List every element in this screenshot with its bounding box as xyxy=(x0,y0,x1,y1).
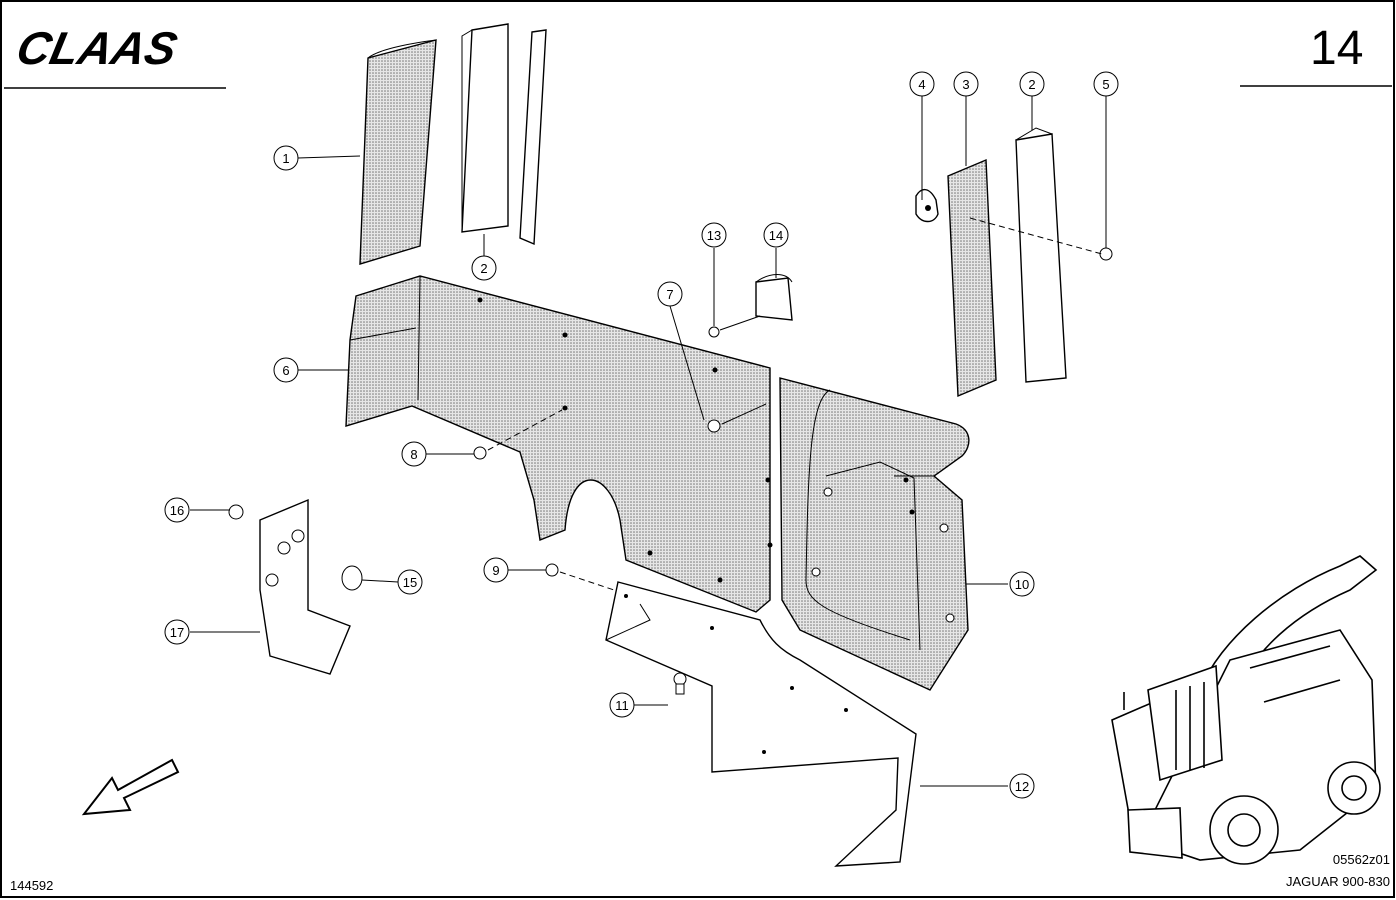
svg-text:12: 12 xyxy=(1015,779,1029,794)
svg-text:5: 5 xyxy=(1102,77,1109,92)
part-4-clip xyxy=(915,189,939,223)
callout-8: 8 xyxy=(401,441,427,467)
svg-text:4: 4 xyxy=(918,77,925,92)
part-13-screw xyxy=(708,326,720,338)
part-2-foam-block-left xyxy=(461,23,509,233)
callout-13: 13 xyxy=(701,222,727,248)
part-6-rear-panel xyxy=(345,275,773,613)
part-10-side-panel xyxy=(779,377,970,691)
svg-text:11: 11 xyxy=(615,698,629,713)
svg-text:7: 7 xyxy=(666,287,673,302)
svg-text:14: 14 xyxy=(769,228,783,243)
assembly-line-7 xyxy=(721,403,767,425)
callout-2-left: 2 xyxy=(471,255,497,281)
callout-6: 6 xyxy=(273,357,299,383)
callout-1: 1 xyxy=(273,145,299,171)
svg-text:2: 2 xyxy=(1028,77,1035,92)
assembly-line-13 xyxy=(719,315,761,331)
part-5-screw xyxy=(1099,247,1113,261)
part-14-cover xyxy=(755,274,793,321)
drawing-id: 144592 xyxy=(10,878,53,893)
svg-text:16: 16 xyxy=(170,503,184,518)
callout-5: 5 xyxy=(1093,71,1119,97)
part-2-foam-block-right xyxy=(1015,127,1067,383)
part-11-screw xyxy=(673,672,687,695)
direction-arrow-icon xyxy=(81,758,180,816)
callout-9: 9 xyxy=(483,557,509,583)
callouts: 1 2 2 3 4 5 6 7 8 9 10 11 12 13 14 15 16… xyxy=(164,71,1119,799)
callout-3: 3 xyxy=(953,71,979,97)
callout-7: 7 xyxy=(657,281,683,307)
svg-text:8: 8 xyxy=(410,447,417,462)
leader-lines xyxy=(190,96,1107,787)
part-16-nut xyxy=(228,504,244,520)
part-7-screw xyxy=(707,419,721,433)
part-12-bracket xyxy=(605,581,917,867)
svg-text:10: 10 xyxy=(1015,577,1029,592)
svg-text:9: 9 xyxy=(492,563,499,578)
callout-2-right: 2 xyxy=(1019,71,1045,97)
svg-text:6: 6 xyxy=(282,363,289,378)
assembly-line-9 xyxy=(559,571,621,593)
callout-15: 15 xyxy=(397,569,423,595)
svg-text:1: 1 xyxy=(282,151,289,166)
part-17-bracket xyxy=(259,498,351,675)
reference-code: 05562z01 xyxy=(1333,852,1390,867)
part-strip xyxy=(519,29,547,246)
assembly-line-5 xyxy=(969,217,1103,255)
callout-10: 10 xyxy=(1009,571,1035,597)
model-label: JAGUAR 900-830 xyxy=(1286,874,1390,889)
svg-text:17: 17 xyxy=(170,625,184,640)
part-15-grommet xyxy=(341,565,363,591)
forage-harvester-icon xyxy=(1111,555,1381,865)
svg-text:15: 15 xyxy=(403,575,417,590)
svg-text:2: 2 xyxy=(480,261,487,276)
callout-11: 11 xyxy=(609,692,635,718)
callout-14: 14 xyxy=(763,222,789,248)
part-8-screw xyxy=(473,446,487,460)
callout-12: 12 xyxy=(1009,773,1035,799)
callout-4: 4 xyxy=(909,71,935,97)
svg-text:3: 3 xyxy=(962,77,969,92)
part-3-trim-panel-right xyxy=(947,158,997,398)
callout-16: 16 xyxy=(164,497,190,523)
callout-17: 17 xyxy=(164,619,190,645)
brand-logo: CLAAS xyxy=(12,22,181,73)
page-number: 14 xyxy=(1310,22,1363,75)
svg-text:13: 13 xyxy=(707,228,721,243)
part-1-trim-panel xyxy=(359,39,437,265)
assembly-line-8 xyxy=(487,409,563,451)
part-9-screw xyxy=(545,563,559,577)
